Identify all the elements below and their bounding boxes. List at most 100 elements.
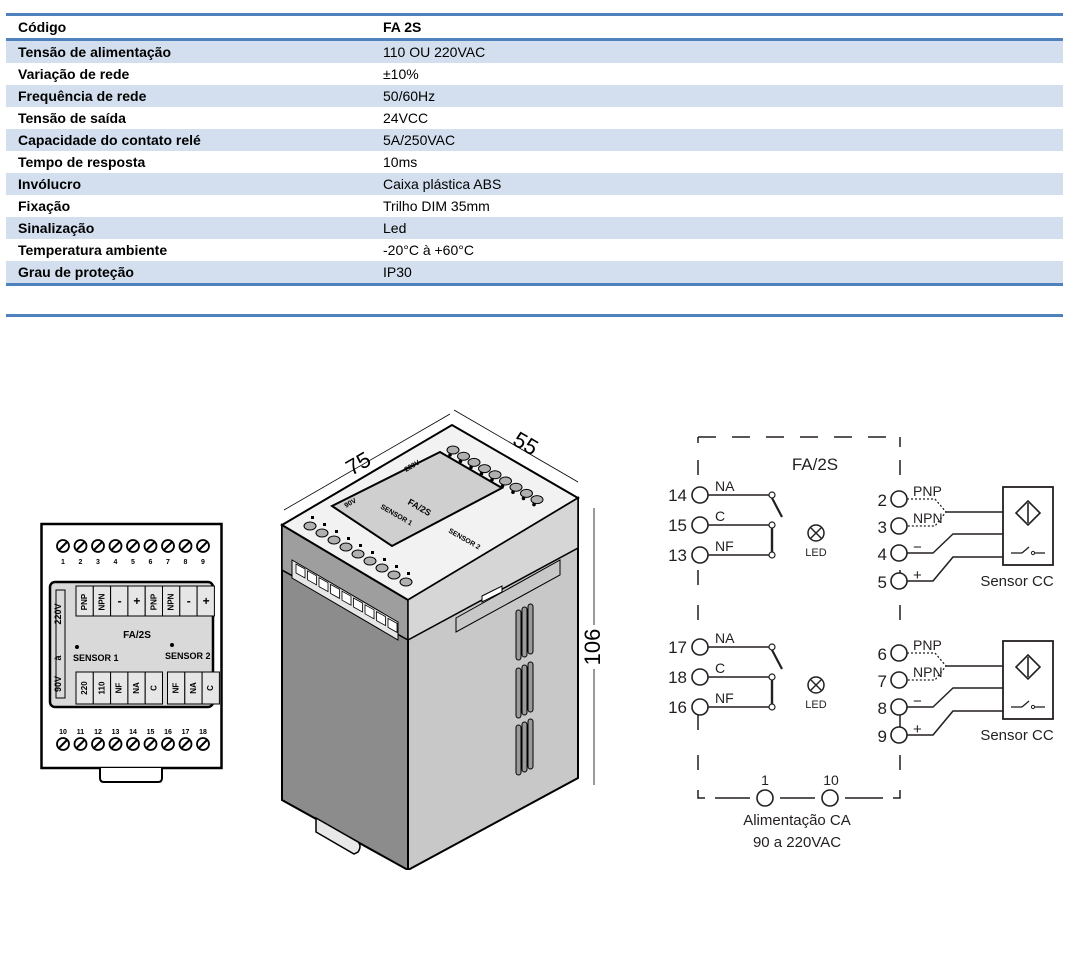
relay-contact-label: NA — [715, 478, 735, 494]
fv-bottom-terminal-number: 15 — [147, 729, 155, 736]
fv-sensor2-led-icon — [170, 643, 174, 647]
relay-switch-blade — [771, 649, 783, 670]
relay-contact-label: C — [715, 660, 725, 676]
fv-top-cell-label: PNP — [80, 593, 89, 610]
sensor-terminal-icon — [890, 490, 908, 508]
iso-vent-slot — [521, 606, 528, 658]
sensor-terminal-number: 2 — [878, 491, 887, 510]
spec-label: Frequência de rede — [18, 88, 147, 104]
iso-terminal-slot — [376, 610, 386, 627]
fv-top-terminal-number: 5 — [131, 559, 135, 566]
table-bottom-rule — [6, 283, 1063, 286]
sensor-wire-label: − — [913, 539, 922, 556]
fv-sensor1-led-icon — [75, 645, 79, 649]
iso-screw-icon — [478, 464, 491, 476]
iso-screw-icon — [467, 457, 481, 470]
sensor-name-label: Sensor CC — [980, 573, 1054, 590]
sensor-terminal-number: 3 — [878, 518, 887, 537]
sensor-wire-label: − — [913, 693, 922, 710]
sensor-terminal-icon — [890, 726, 908, 744]
iso-terminal-slot — [364, 604, 375, 620]
fv-top-terminal-number: 1 — [61, 559, 65, 566]
iso-dim-height: 106 — [580, 629, 605, 666]
sensor-terminal-icon — [890, 698, 908, 716]
relay-terminal-icon — [691, 638, 709, 656]
iso-vent-slot — [527, 661, 534, 713]
relay-terminal-icon — [691, 668, 709, 686]
relay-terminal-icon — [691, 546, 709, 564]
iso-vent-slot — [515, 724, 522, 776]
screw-terminal-icon — [196, 539, 210, 553]
screw-terminal-icon — [161, 539, 175, 553]
header-value: FA 2S — [383, 19, 422, 35]
fv-bottom-terminal-number: 12 — [94, 729, 102, 736]
sensor-terminal-icon — [890, 544, 908, 562]
sensor-wire-label: NPN — [913, 510, 943, 526]
sensor-name-label: Sensor CC — [980, 727, 1054, 744]
iso-screw-icon — [351, 544, 365, 559]
fv-top-terminal-number: 8 — [184, 559, 188, 566]
iso-terminal-slot — [307, 570, 317, 586]
spec-value: 50/60Hz — [383, 88, 436, 104]
iso-screw-icon — [488, 470, 502, 482]
sensor-terminal-icon — [890, 572, 908, 590]
screw-terminal-icon — [56, 539, 70, 553]
fv-top-terminal-number: 7 — [166, 559, 170, 566]
sensor-terminal-icon — [890, 644, 908, 662]
spec-label: Variação de rede — [18, 66, 130, 82]
screw-terminal-icon — [108, 737, 123, 751]
spec-value: Trilho DIM 35mm — [383, 198, 490, 214]
supply-label-line1: Alimentação CA — [743, 812, 851, 829]
proximity-sensor-icon — [1014, 653, 1042, 681]
table-row: Fixação Trilho DIM 35mm — [6, 195, 1063, 217]
screw-terminal-icon — [161, 737, 175, 751]
switch-icon — [1011, 546, 1045, 556]
fv-bottom-terminal-number: 11 — [77, 729, 85, 736]
spec-label: Fixação — [18, 198, 71, 214]
relay-terminal-icon — [691, 486, 709, 504]
iso-vent-slot — [521, 664, 528, 716]
table-row: Frequência de rede 50/60Hz — [6, 85, 1063, 107]
fv-top-cell-label: PNP — [149, 593, 158, 610]
iso-terminal-slot — [295, 563, 306, 579]
relay-terminal-icon — [691, 516, 709, 534]
screw-terminal-icon — [143, 539, 158, 553]
relay-terminal-number: 18 — [668, 668, 687, 687]
iso-screw-icon — [499, 476, 512, 488]
led-label: LED — [805, 699, 826, 711]
supply-label-line2: 90 a 220VAC — [753, 834, 841, 851]
sensor-terminal-number: 6 — [878, 645, 887, 664]
led-label: LED — [805, 547, 826, 559]
sensor-wire-label: PNP — [913, 637, 942, 653]
fv-bottom-cell-label: C — [149, 685, 158, 691]
iso-vent-slot — [527, 718, 534, 770]
header-label: Código — [18, 19, 67, 35]
iso-terminal-slot — [330, 583, 340, 600]
fv-bottom-cell-label: NF — [172, 683, 181, 694]
iso-terminal-slot — [353, 597, 363, 613]
wiring-title: FA/2S — [792, 455, 838, 474]
fv-top-cell-label: + — [203, 594, 210, 608]
table-top-rule — [6, 13, 1063, 16]
switch-icon — [1011, 700, 1045, 710]
spec-label: Capacidade do contato relé — [18, 132, 201, 148]
relay-contact-label: NF — [715, 538, 734, 554]
spec-label: Tensão de saída — [18, 110, 126, 126]
relay-contact-label: C — [715, 508, 725, 524]
iso-screw-icon — [457, 451, 470, 463]
spec-value: ±10% — [383, 66, 419, 82]
iso-screw-icon — [399, 572, 413, 587]
fv-top-terminal-number: 2 — [79, 559, 83, 566]
screw-terminal-icon — [108, 539, 123, 553]
supply-terminal-1-label: 1 — [761, 772, 769, 788]
fv-bottom-cell-label: 110 — [97, 681, 106, 694]
iso-dim-depth: 55 — [509, 427, 543, 461]
iso-terminal-slot — [387, 617, 398, 634]
fv-top-cell-label: + — [133, 594, 140, 608]
iso-screw-icon — [303, 516, 317, 531]
supply-terminal-10-label: 10 — [823, 772, 839, 788]
